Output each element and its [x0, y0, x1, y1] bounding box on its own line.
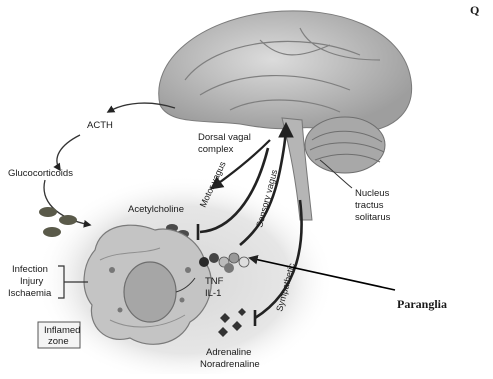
- dorsal-vagal-label-2: complex: [198, 144, 234, 155]
- header-fragment: Q: [470, 3, 479, 17]
- noradrenaline-label: Noradrenaline: [200, 359, 260, 370]
- nucleus-label-3: solitarus: [355, 212, 391, 223]
- acetylcholine-label: Acetylcholine: [128, 204, 184, 215]
- ischaemia-label: Ischaemia: [8, 288, 52, 299]
- acth-label: ACTH: [87, 120, 113, 131]
- paranglia-label: Paranglia: [397, 297, 447, 311]
- gluco-arrow: [57, 135, 80, 170]
- nucleus-label-1: Nucleus: [355, 188, 390, 199]
- inflamed-zone-label-1: Inflamed: [44, 325, 80, 336]
- tnf-label: TNF: [205, 276, 224, 287]
- dorsal-vagal-label-1: Dorsal vagal: [198, 132, 251, 143]
- il1-label: IL-1: [205, 288, 221, 299]
- inflamed-zone-label-2: zone: [48, 336, 69, 347]
- injury-label: Injury: [20, 276, 43, 287]
- nucleus-label-2: tractus: [355, 200, 384, 211]
- infection-label: Infection: [12, 264, 48, 275]
- glucocorticoids-label: Glucocorticoids: [8, 168, 73, 179]
- adrenaline-label: Adrenaline: [206, 347, 251, 358]
- cell-nucleus: [124, 262, 176, 322]
